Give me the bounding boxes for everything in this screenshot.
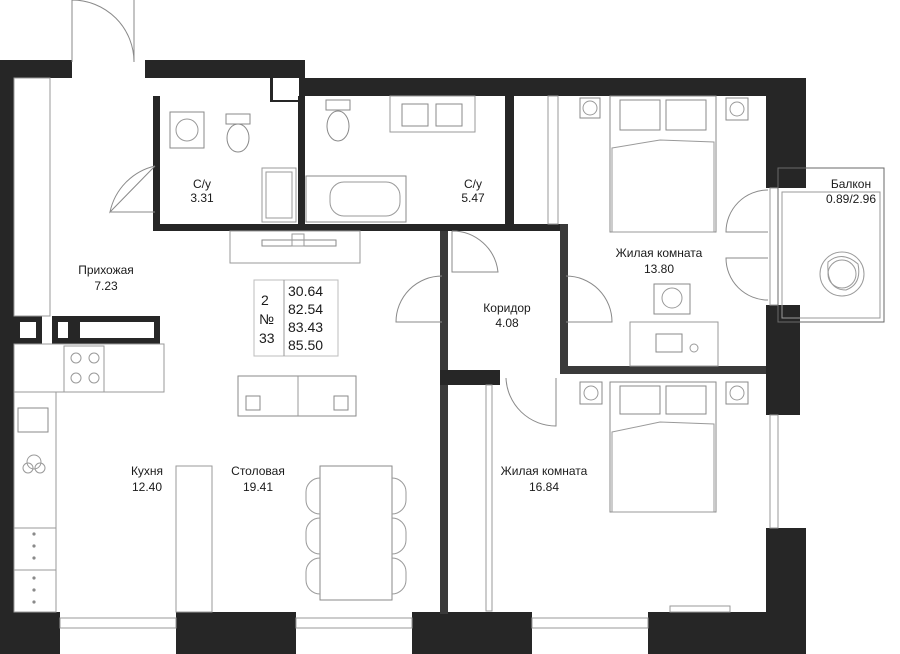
doors [71, 0, 769, 427]
apartment-number: 33 [259, 330, 275, 346]
furniture [13, 77, 749, 613]
bedroom2-area: 16.84 [529, 480, 559, 494]
balcony-name: Балкон [831, 177, 871, 191]
bedroom1-area: 13.80 [644, 262, 674, 276]
balcony-area: 0.89/2.96 [826, 192, 876, 206]
info-value-4: 85.50 [288, 337, 323, 353]
bathroom1-name: С/у [193, 177, 211, 191]
bedroom1-name: Жилая комната [616, 246, 703, 260]
info-value-2: 82.54 [288, 301, 323, 317]
corridor-area: 4.08 [495, 316, 519, 330]
hallway-area: 7.23 [94, 279, 118, 293]
bathroom1-area: 3.31 [190, 191, 214, 205]
walls [0, 60, 806, 654]
kitchen-name: Кухня [131, 464, 163, 478]
info-value-1: 30.64 [288, 283, 323, 299]
kitchen-area: 12.40 [132, 480, 162, 494]
apartment-info: 2 № 33 30.64 82.54 83.43 85.50 [253, 279, 339, 357]
info-value-3: 83.43 [288, 319, 323, 335]
rooms-count: 2 [261, 292, 269, 308]
bathroom2-area: 5.47 [461, 191, 485, 205]
bathroom2-name: С/у [464, 177, 482, 191]
corridor-name: Коридор [483, 301, 531, 315]
room-labels: Прихожая 7.23 С/у 3.31 С/у 5.47 Жилая ко… [78, 177, 876, 494]
balcony [777, 167, 885, 323]
dining-area: 19.41 [243, 480, 273, 494]
hallway-name: Прихожая [78, 263, 134, 277]
bedroom2-name: Жилая комната [501, 464, 588, 478]
number-sign: № [259, 311, 274, 327]
dining-name: Столовая [231, 464, 285, 478]
